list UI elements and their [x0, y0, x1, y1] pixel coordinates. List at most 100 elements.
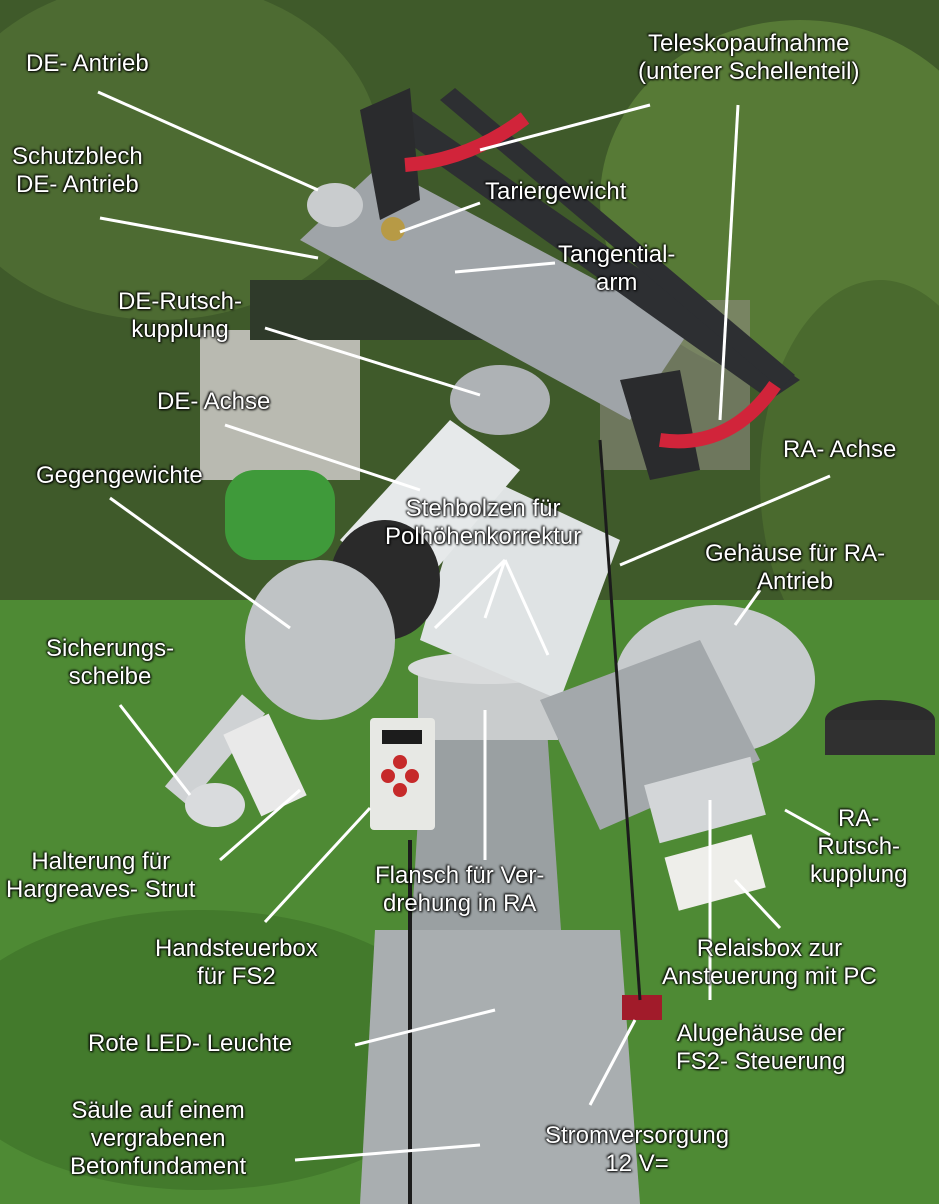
- label-line: Halterung für: [31, 848, 171, 875]
- label-studs: Stehbolzen für Polhöhenkorrektur: [385, 495, 581, 551]
- label-line: (unterer Schellenteil): [638, 58, 860, 85]
- label-line: Stehbolzen für: [405, 495, 561, 522]
- label-line: Säule auf einem: [71, 1097, 245, 1124]
- cradle-bar: [440, 88, 795, 388]
- label-flange: Flansch für Ver- drehung in RA: [375, 862, 544, 918]
- label-tangent-arm: Tangential- arm: [558, 241, 675, 297]
- label-line: FS2- Steuerung: [676, 1048, 846, 1075]
- hand-control-display: [382, 730, 422, 744]
- label-line: kupplung: [810, 861, 908, 888]
- counterweight-shaft: [164, 694, 266, 806]
- label-line: Handsteuerbox: [155, 935, 318, 962]
- arrow-relay: [733, 878, 782, 930]
- label-line: Polhöhenkorrektur: [385, 523, 582, 550]
- label-relay-box: Relaisbox zur Ansteuerung mit PC: [662, 935, 877, 991]
- label-line: Rote LED- Leuchte: [88, 1030, 293, 1057]
- arrow-de-guard: [99, 216, 319, 260]
- label-line: DE- Achse: [157, 388, 271, 415]
- label-line: vergrabenen: [90, 1125, 226, 1152]
- arrow-safety-disc: [118, 704, 192, 796]
- hand-control-key: [393, 755, 407, 769]
- cradle-bar: [390, 110, 800, 400]
- label-de-drive: DE- Antrieb: [26, 50, 149, 78]
- label-line: Rutsch-: [817, 833, 901, 860]
- de-clutch: [450, 365, 550, 435]
- label-tube-mount: Teleskopaufnahme (unterer Schellenteil): [638, 30, 859, 86]
- label-tare-weight: Tariergewicht: [485, 178, 626, 206]
- label-line: Schutzblech: [12, 143, 143, 170]
- label-line: Tangential-: [558, 241, 676, 268]
- label-line: Stromversorgung: [545, 1122, 730, 1149]
- label-line: Gehäuse für RA-: [705, 540, 886, 567]
- label-line: RA- Achse: [783, 436, 897, 463]
- label-counterweights: Gegengewichte: [36, 462, 203, 490]
- label-de-axis: DE- Achse: [157, 388, 270, 416]
- label-alu-housing: Alugehäuse der FS2- Steuerung: [676, 1020, 845, 1076]
- power-plug: [622, 995, 662, 1020]
- label-power-supply: Stromversorgung 12 V=: [545, 1122, 729, 1178]
- label-line: DE- Antrieb: [16, 171, 139, 198]
- safety-disc: [185, 783, 245, 827]
- arrow-tube-mount-2: [718, 104, 740, 421]
- label-line: scheibe: [68, 663, 152, 690]
- label-line: Sicherungs-: [46, 635, 175, 662]
- label-line: Antrieb: [757, 568, 834, 595]
- label-line: Ansteuerung mit PC: [662, 963, 877, 990]
- label-line: Hargreaves- Strut: [6, 876, 196, 903]
- label-line: Betonfundament: [70, 1153, 247, 1180]
- flower-pot-body: [825, 720, 935, 755]
- label-red-led: Rote LED- Leuchte: [88, 1030, 292, 1058]
- label-line: Gegengewichte: [36, 462, 203, 489]
- label-ra-axis: RA- Achse: [783, 436, 896, 464]
- arrow-de-axis: [224, 423, 421, 492]
- hand-control-box: [370, 718, 435, 830]
- tare-weight: [381, 217, 405, 241]
- cradle-end-plate: [360, 88, 420, 220]
- label-line: für FS2: [197, 963, 276, 990]
- red-felt-pad: [659, 380, 781, 449]
- label-handbox: Handsteuerbox für FS2: [155, 935, 318, 991]
- label-line: Relaisbox zur: [696, 935, 843, 962]
- label-de-clutch: DE-Rutsch- kupplung: [118, 288, 242, 344]
- arrow-tare-weight: [399, 201, 481, 234]
- fs2-alu-housing: [644, 756, 766, 844]
- label-line: drehung in RA: [382, 890, 537, 917]
- arrow-pillar: [294, 1143, 481, 1162]
- arrow-de-clutch: [264, 326, 481, 397]
- label-line: RA-: [838, 805, 880, 832]
- counterweight: [245, 560, 395, 720]
- red-felt-pad: [404, 112, 530, 172]
- annotation-arrows: [97, 90, 831, 1162]
- arrow-handbox: [263, 806, 372, 924]
- label-line: Alugehäuse der: [676, 1020, 845, 1047]
- hand-control-key: [405, 769, 419, 783]
- arrow-stud-3: [503, 559, 550, 656]
- label-line: Teleskopaufnahme: [647, 30, 850, 57]
- label-pillar: Säule auf einem vergrabenen Betonfundame…: [70, 1097, 246, 1181]
- lawn-shade: [0, 910, 460, 1190]
- label-line: 12 V=: [605, 1150, 669, 1177]
- arrow-ra-clutch: [784, 808, 831, 837]
- label-line: Tariergewicht: [485, 178, 627, 205]
- label-line: DE- Antrieb: [26, 50, 149, 77]
- green-bag: [225, 470, 335, 560]
- foliage-patch: [760, 280, 939, 680]
- arrow-ra-housing: [733, 589, 762, 626]
- relay-box: [664, 834, 766, 911]
- de-drive-wheel: [307, 183, 363, 227]
- label-safety-disc: Sicherungs- scheibe: [46, 635, 174, 691]
- arrow-power: [588, 1019, 637, 1106]
- label-line: arm: [596, 269, 638, 296]
- label-line: kupplung: [131, 316, 229, 343]
- cable: [598, 439, 642, 1001]
- shed-wall: [200, 330, 360, 480]
- strut-holder: [223, 713, 307, 817]
- arrow-tangent-arm: [454, 261, 556, 274]
- foliage-patch: [0, 0, 380, 320]
- arrow-stud-1: [433, 558, 507, 630]
- arrow-strut-holder: [219, 788, 301, 862]
- label-strut-holder: Halterung für Hargreaves- Strut: [6, 848, 195, 904]
- label-line: Flansch für Ver-: [375, 862, 545, 889]
- pier-base: [360, 930, 640, 1204]
